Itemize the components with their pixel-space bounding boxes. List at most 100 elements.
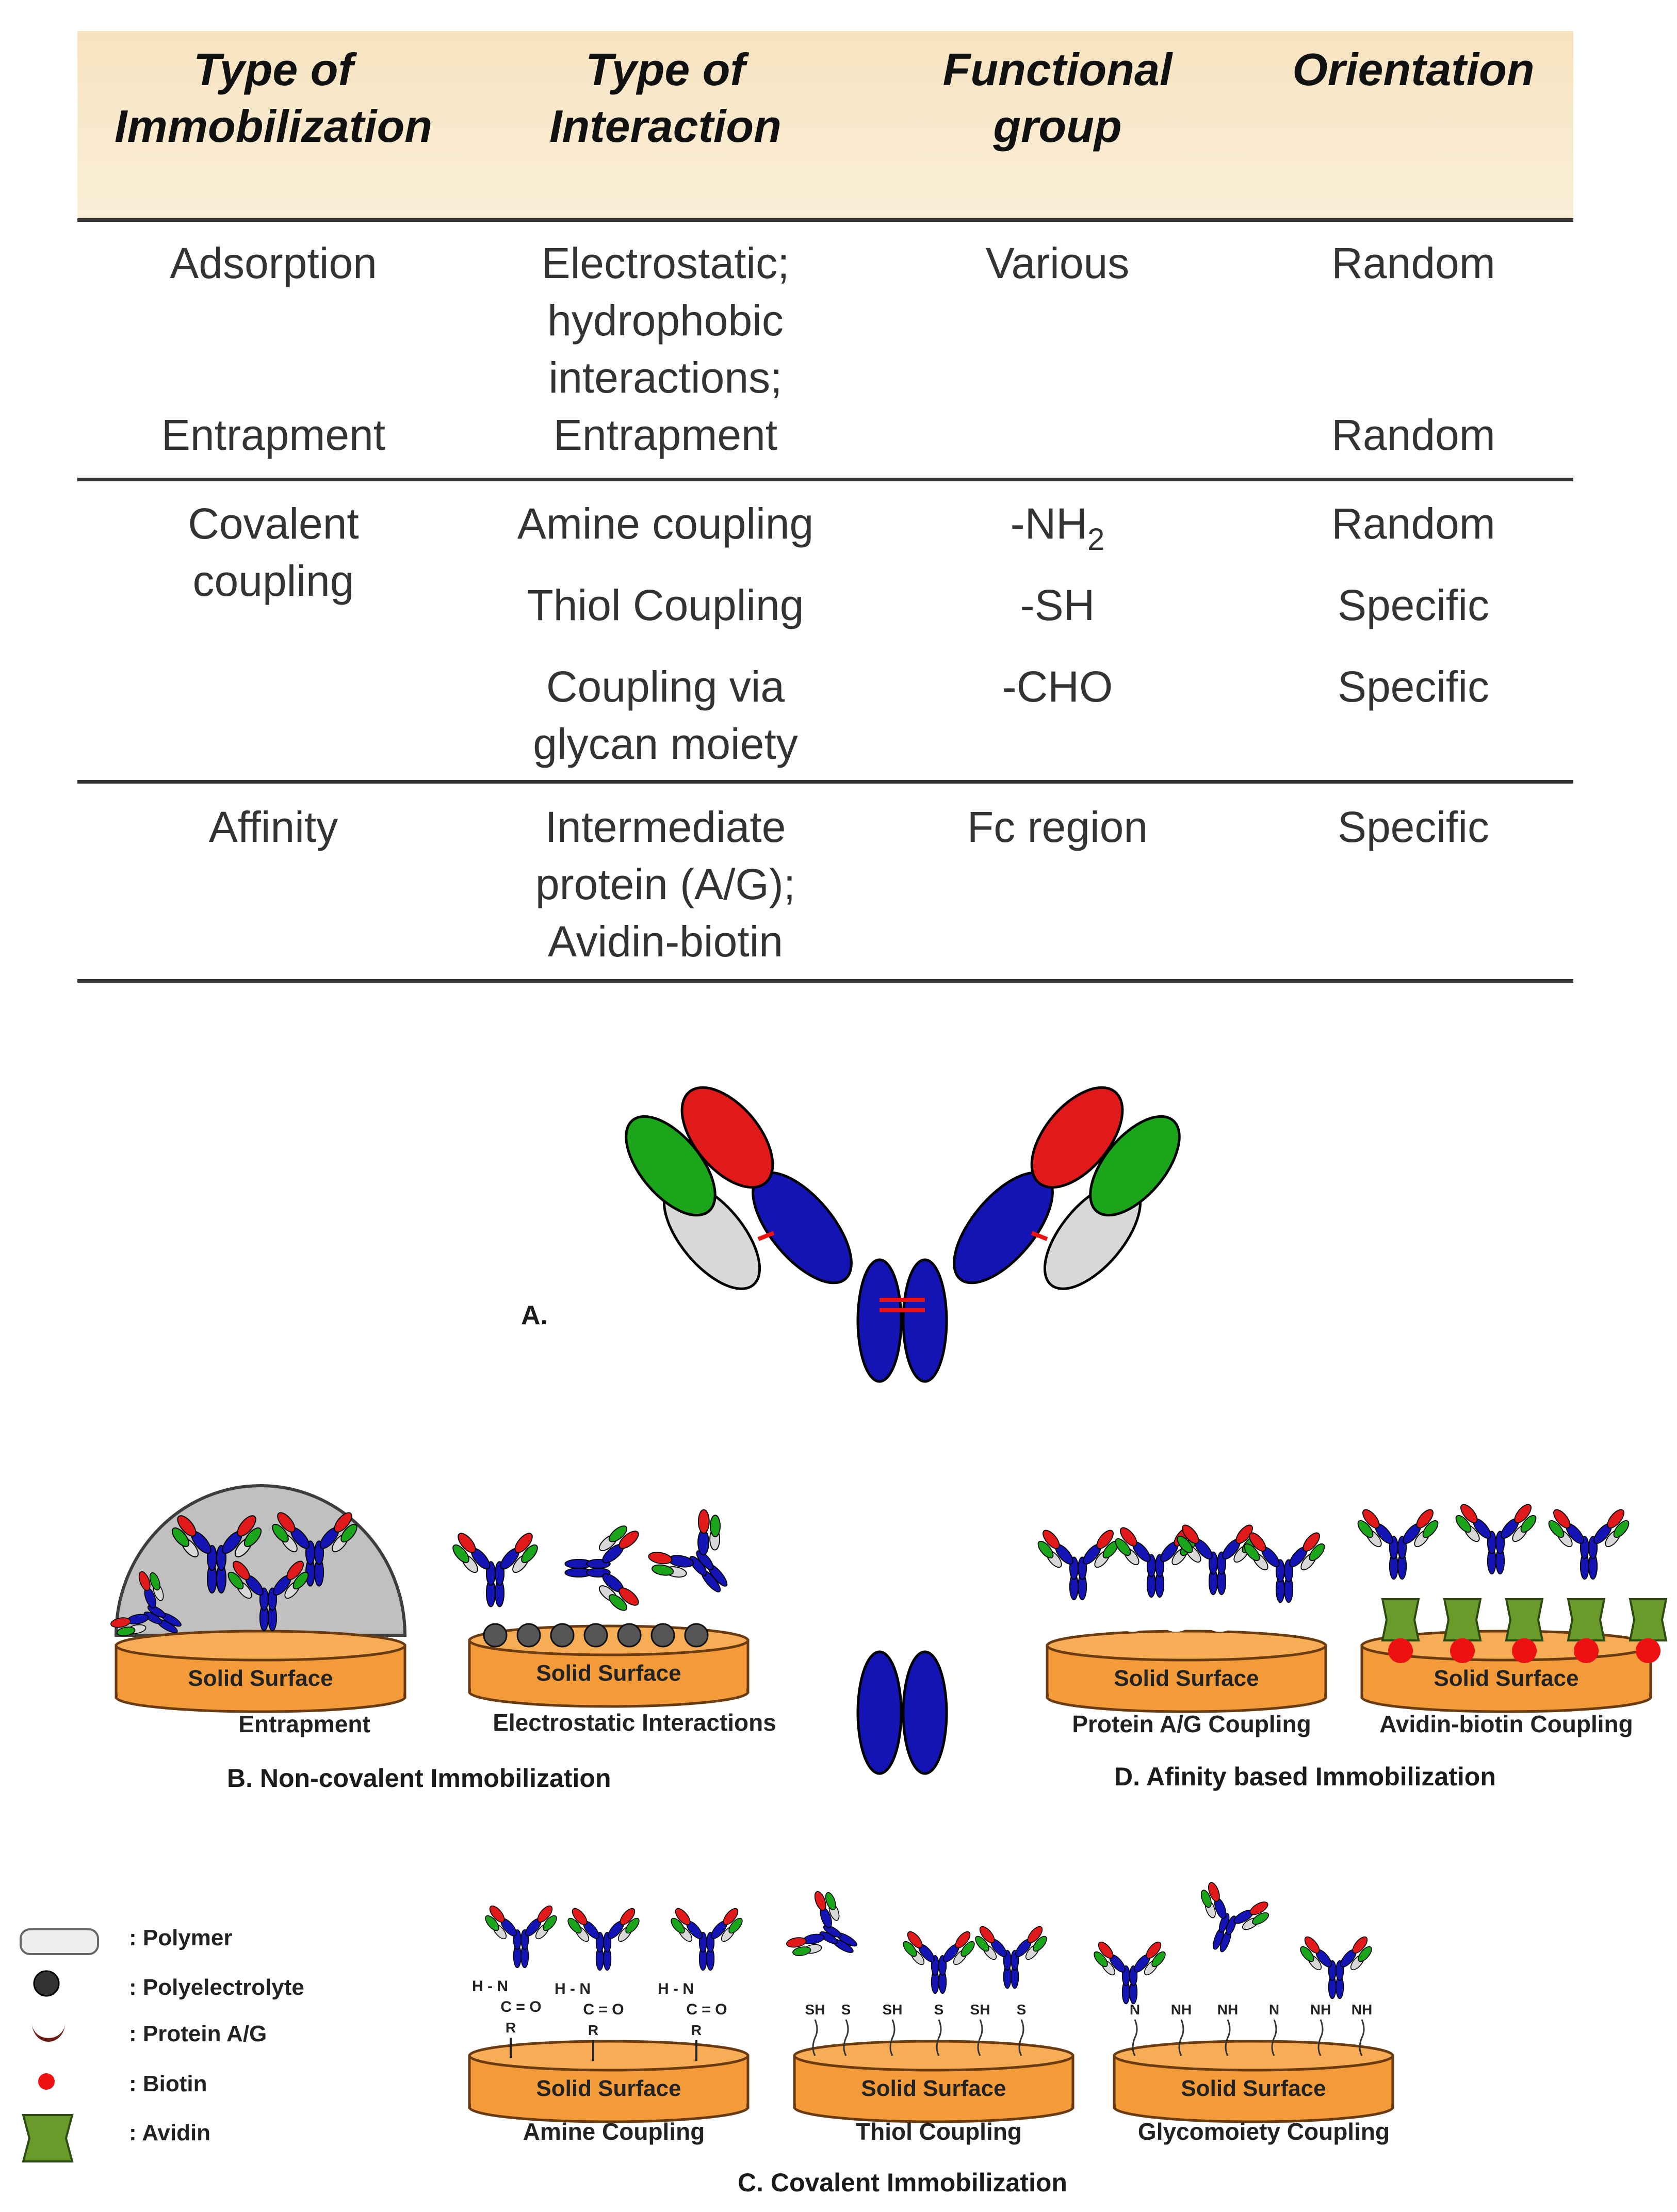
cell-line: interactions; [548, 353, 783, 402]
mini-antibody [227, 1560, 309, 1632]
mini-antibody [903, 1931, 975, 1994]
chem-label: H - N [658, 1980, 694, 1997]
mini-antibody [1357, 1509, 1439, 1580]
cell-adsorption-group: Various [985, 239, 1130, 287]
chem-label: H - N [472, 1978, 508, 1995]
cell-entrapment-interaction: Entrapment [553, 411, 778, 459]
chem-label: S [934, 2002, 944, 2018]
cell-glycan-group: -CHO [1002, 662, 1113, 711]
cell-amine-group: -NH2 [861, 495, 1253, 568]
mini-antibody [1244, 1532, 1325, 1603]
group-main: -NH [1010, 499, 1087, 548]
linker [889, 2019, 896, 2056]
mini-antibody [786, 1891, 857, 1956]
mini-antibody [485, 1905, 557, 1969]
protein-ag [1069, 1614, 1108, 1632]
hinge-domain-right [902, 1258, 948, 1383]
avidin [1567, 1598, 1606, 1641]
legend [20, 1928, 99, 2162]
cell-line: Electrostatic; [541, 239, 790, 287]
cell-glycan-interaction: Coupling via glycan moiety [469, 658, 861, 773]
chem-label: SH [883, 2002, 903, 2018]
mini-antibody [452, 1533, 538, 1607]
chem-label: R [691, 2022, 702, 2038]
cell-adsorption-orientation: Random [1331, 239, 1495, 287]
linker [843, 2019, 849, 2056]
caption-protein-ag: Protein A/G Coupling [1072, 1711, 1311, 1737]
header-line: group [993, 101, 1122, 152]
biotin [1636, 1638, 1660, 1663]
disulfide-bond [757, 1231, 775, 1241]
header-orientation: Orientation [1253, 41, 1573, 196]
panel-a-label: A. [521, 1300, 548, 1330]
legend-polymer: : Polymer [129, 1925, 233, 1950]
chem-label: NH [1310, 2002, 1331, 2018]
polyelectrolyte-bead [516, 1623, 541, 1648]
cell-line: Avidin-biotin [547, 917, 784, 966]
panel-c-title: C. Covalent Immobilization [738, 2168, 1067, 2197]
surface-label: Solid Surface [536, 1661, 681, 1686]
header-line: Functional [942, 44, 1173, 95]
cell-line: protein (A/G); [535, 860, 796, 908]
panel-b-title: B. Non-covalent Immobilization [227, 1764, 611, 1793]
mini-antibody [975, 1926, 1047, 1989]
hinge-domain-left [856, 1258, 903, 1383]
polyelectrolyte-bead [617, 1623, 642, 1648]
antibody-structure [625, 1086, 1181, 1775]
cell-line: Intermediate [545, 803, 786, 851]
biotin [1512, 1638, 1537, 1663]
surface-label: Solid Surface [188, 1666, 333, 1691]
biotin [1574, 1638, 1599, 1663]
legend-protein-ag: : Protein A/G [129, 2021, 267, 2046]
header-line: Type of [585, 44, 745, 95]
avidin [1505, 1598, 1544, 1641]
linker [812, 2019, 818, 2056]
chem-label: C = O [500, 1998, 541, 2015]
legend-biotin: : Biotin [129, 2071, 207, 2096]
chem-label: R [588, 2022, 598, 2038]
cell-affinity-group: Fc region [967, 803, 1148, 851]
chem-label: S [841, 2002, 851, 2018]
green-domain-left [625, 1115, 717, 1217]
panel-b-noncovalent: Solid Surface Solid Surface [110, 1484, 750, 1713]
chem-label: NH [1352, 2002, 1372, 2018]
solid-surface-protein-ag: Solid Surface [1046, 1630, 1327, 1713]
group-subscript: 2 [1087, 522, 1105, 557]
polyelectrolyte-bead [684, 1623, 709, 1648]
cell-affinity-type: Affinity [208, 803, 338, 851]
green-domain-right [1089, 1115, 1181, 1217]
cell-adsorption-type: Adsorption [170, 239, 377, 287]
surface-label: Solid Surface [1181, 2076, 1326, 2101]
mini-antibody [567, 1908, 640, 1971]
mini-antibody [648, 1509, 728, 1592]
cell-entrapment-orientation: Random [1331, 411, 1495, 459]
surface-label: Solid Surface [1114, 1666, 1259, 1691]
polyelectrolyte-bead [550, 1623, 575, 1648]
linker [1359, 2019, 1365, 2056]
cell-thiol-orientation: Specific [1337, 581, 1490, 629]
mini-antibody [564, 1525, 639, 1611]
mini-antibody [171, 1515, 262, 1593]
legend-avidin: : Avidin [129, 2120, 211, 2145]
surface-label: Solid Surface [1434, 1666, 1578, 1691]
protein-ag [1289, 1614, 1327, 1632]
cell-affinity-orientation: Specific [1337, 803, 1490, 851]
cell-line: hydrophobic [547, 296, 784, 345]
cell-line: Coupling via [546, 662, 785, 711]
cell-amine-orientation: Random [1331, 499, 1495, 548]
linker [936, 2019, 942, 2056]
legend-polyelectrolyte: : Polyelectrolyte [129, 1975, 304, 2000]
fc-domain-left [856, 1650, 903, 1775]
chem-label: NH [1171, 2002, 1192, 2018]
panel-d-affinity: Solid Surface Solid Surface [1037, 1504, 1668, 1713]
mini-antibody [1037, 1530, 1119, 1601]
cell-thiol-interaction: Thiol Coupling [527, 581, 804, 629]
header-rule [77, 218, 1573, 222]
header-functional-group: Functional group [861, 41, 1253, 196]
header-line: Type of [193, 44, 353, 95]
solid-surface-thiol: Solid Surface [793, 2040, 1074, 2123]
protein-ag [1201, 1614, 1239, 1632]
